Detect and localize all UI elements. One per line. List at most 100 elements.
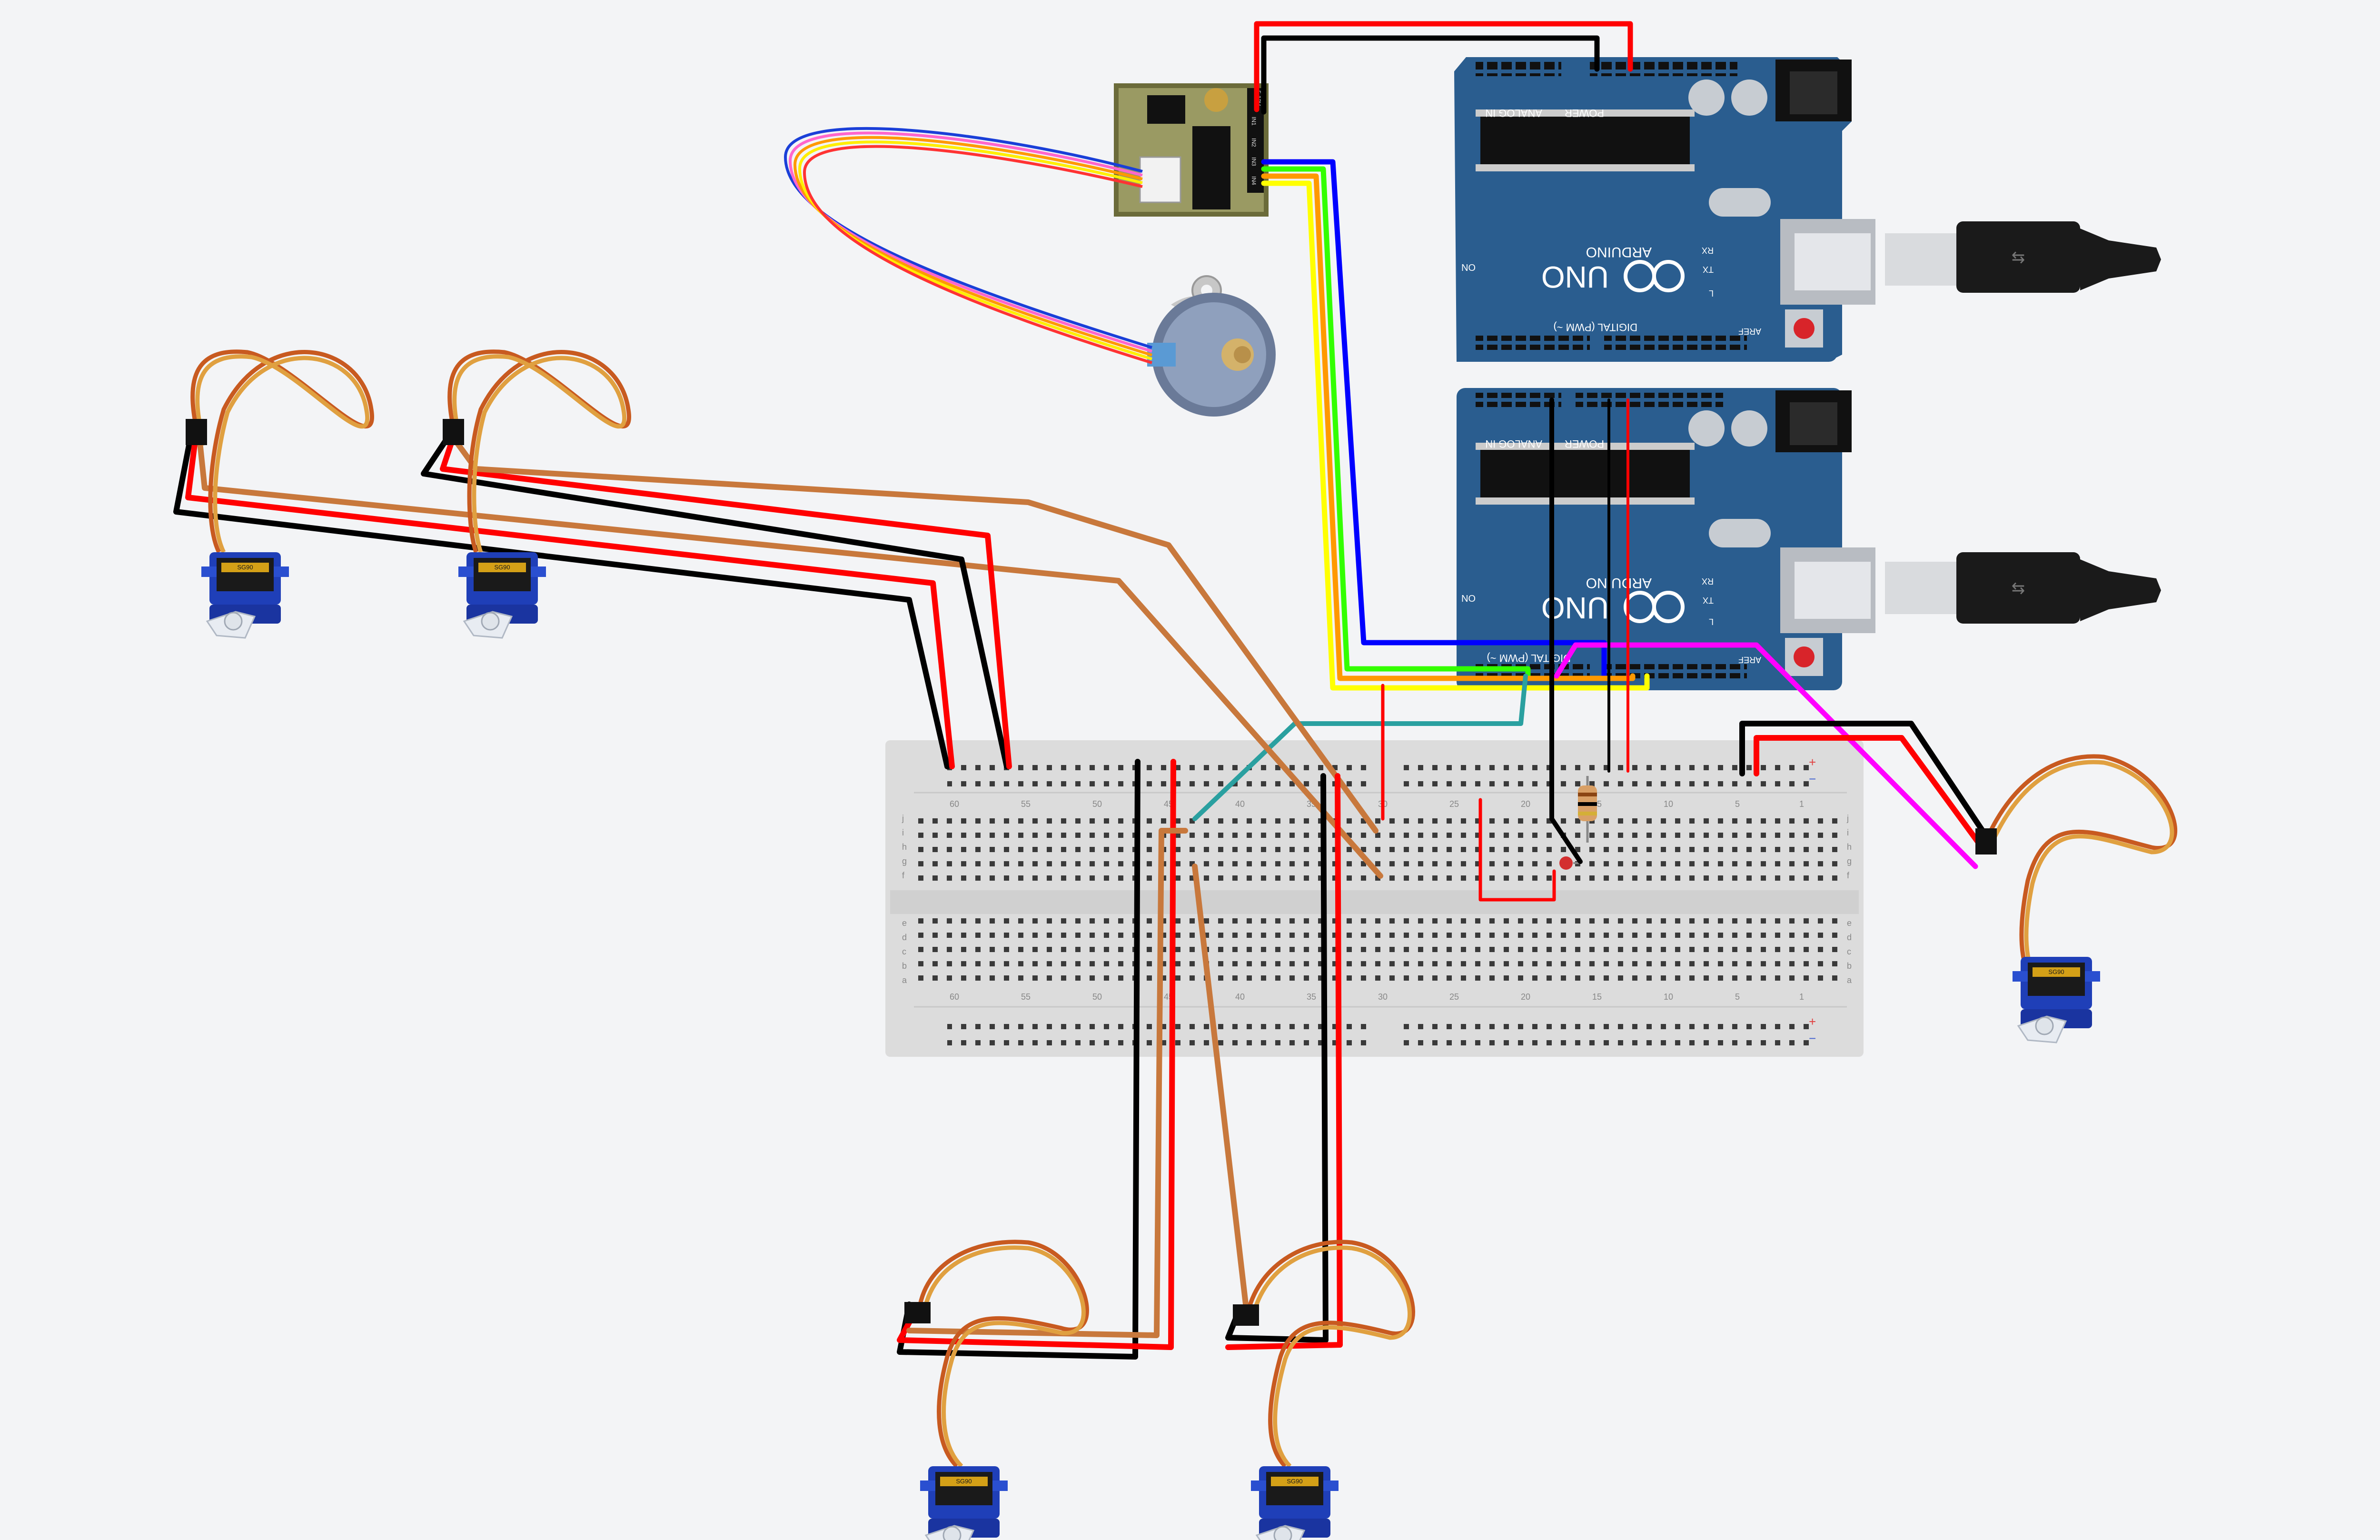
svg-text:20: 20 [1521,799,1530,809]
atmega-chip-top [1480,117,1690,164]
power-label-top: POWER [1565,107,1604,119]
svg-text:i: i [902,828,904,837]
servo1-connector [186,419,207,445]
header-analog-top [1476,62,1561,76]
svg-text:a: a [902,975,907,985]
wire-analog-black [1549,397,1583,864]
svg-text:1: 1 [1799,799,1804,809]
svg-text:a: a [1847,975,1852,985]
svg-text:⇆: ⇆ [2012,579,2025,597]
wire-servo4-orange [1192,864,1250,1319]
svg-text:c: c [1847,947,1851,956]
servo3-connector [904,1302,931,1323]
wire-servo3-red [897,759,1176,1350]
servo5-connector [1975,828,1997,854]
svg-text:60: 60 [950,992,959,1002]
aref-label-bottom: AREF [1738,655,1761,665]
resistor [1578,776,1597,843]
svg-text:55: 55 [1021,799,1031,809]
svg-text:b: b [902,961,907,971]
l-label-bottom: L [1709,617,1714,626]
svg-text:55: 55 [1021,992,1031,1002]
wire-servo1-black [173,435,950,769]
header-analog-bottom [1476,393,1561,407]
header-digital-high-top [1604,336,1747,350]
wire-in3-orange [1261,173,1636,681]
svg-text:e: e [1847,918,1852,928]
svg-text:25: 25 [1449,799,1459,809]
rail-top-right-2 [1395,773,1814,789]
servo-leads [190,349,2178,1468]
servo2-connector [443,419,464,445]
row-letters-right: j i h g f e d c b a [1846,814,1852,985]
rail-minus-bottom: − [1809,1031,1816,1045]
wire-servo1-red [185,437,955,769]
aref-label-top: AREF [1738,327,1761,336]
analog-label-bottom: ANALOG IN [1485,438,1542,450]
tx-label-bottom: TX [1703,596,1714,605]
svg-text:b: b [1847,961,1852,971]
svg-text:30: 30 [1378,992,1388,1002]
wire-right-servo-black [1739,721,1990,841]
crystal-bottom [1709,519,1771,547]
svg-text:10: 10 [1664,799,1673,809]
svg-text:f: f [1847,871,1850,880]
wire-servo4-red [1225,773,1343,1350]
on-label-bottom: ON [1461,593,1476,603]
wire-magenta-signal [1554,642,1978,869]
servo-1 [200,551,290,639]
uno-label-top: UNO [1541,260,1609,294]
svg-text:g: g [902,856,907,866]
crystal-top [1709,188,1771,217]
driver-pin-in4: IN4 [1250,176,1257,185]
row-letters-left: j i h g f e d c b a [902,814,907,985]
usb-cable-top: ⇆ [1885,221,2161,293]
capacitor-bottom-2 [1731,410,1767,447]
svg-text:j: j [1846,814,1849,823]
svg-text:i: i [1847,828,1849,837]
svg-text:5: 5 [1735,799,1740,809]
svg-text:35: 35 [1307,992,1316,1002]
svg-text:e: e [902,918,907,928]
driver-pin-in2: IN2 [1250,138,1257,147]
arduino-uno-top: ⇆ UNO ARDUINO POWER ANALOG IN DIGITAL (P… [1454,57,2161,362]
rail-minus-top: − [1809,772,1816,786]
servo-3 [919,1465,1009,1540]
wire-red-ldr [1478,798,1556,902]
capacitor-bottom-1 [1688,410,1725,447]
servo4-lead [1245,1240,1415,1468]
svg-text:⇆: ⇆ [2012,248,2025,267]
header-power-bottom [1576,393,1723,407]
digital-label-top: DIGITAL (PWM ~) [1553,321,1637,333]
analog-label-top: ANALOG IN [1485,107,1542,119]
capacitor-top-1 [1688,79,1725,116]
wire-in1-blue [1261,159,1607,679]
svg-text:h: h [902,842,907,852]
driver-pin-in3: IN3 [1250,157,1257,166]
on-label-top: ON [1461,262,1476,272]
rail-plus-bottom: + [1809,1014,1816,1029]
svg-text:g: g [1847,856,1852,866]
svg-text:15: 15 [1592,992,1602,1002]
rail-top-right-1 [1395,757,1814,773]
wire-driver-vcc [1254,21,1633,112]
stepper-ribbon-cable [783,127,1152,364]
svg-text:40: 40 [1235,992,1245,1002]
servo4-connector [1233,1304,1259,1326]
wire-in4-yellow [1261,180,1650,691]
column-numbers-bottom: 60 55 50 45 40 35 30 25 20 15 10 5 1 [950,992,1804,1002]
svg-text:d: d [1847,933,1852,942]
power-label-bottom: POWER [1565,438,1604,450]
infinity-logo-top [1624,260,1685,292]
rx-label-top: RX [1702,246,1714,255]
wire-servo1-orange [197,440,1383,879]
servo3-lead [916,1240,1089,1468]
svg-text:5: 5 [1735,992,1740,1002]
svg-text:60: 60 [950,799,959,809]
svg-text:50: 50 [1092,992,1102,1002]
arduino-brand-bottom: ARDUINO [1586,575,1652,591]
header-digital-low-top [1476,336,1590,350]
rx-label-bottom: RX [1702,576,1714,586]
